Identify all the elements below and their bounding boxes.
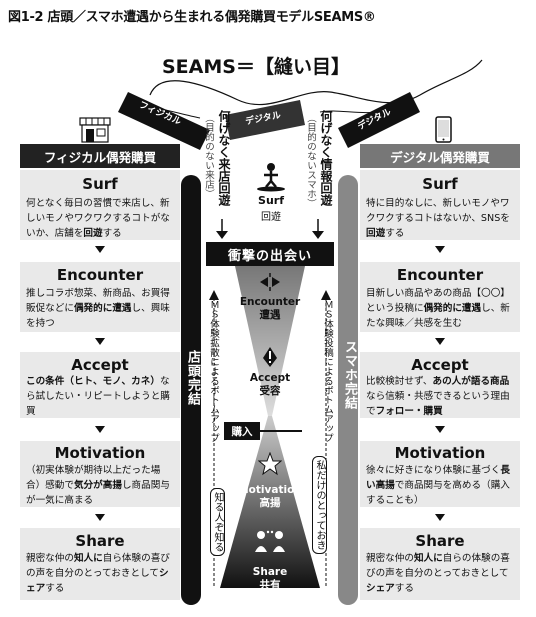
left-column-header: フィジカル偶発購買 <box>20 144 180 168</box>
collision-icon <box>260 273 280 291</box>
right-stage-accept-desc: 比較検討せず、あの人が語る商品なら信頼・共感できるという理由でフォロー・購買 <box>366 376 510 417</box>
funnel-motivation-label: Motivation 高揚 <box>228 484 312 510</box>
funnel-motivation-jp: 高揚 <box>259 497 281 509</box>
right-roam-paren: （目的のないスマホ） <box>305 113 316 208</box>
funnel-accept-en: Accept <box>249 372 291 384</box>
right-arrow-4 <box>435 514 445 521</box>
right-vertical-bar-label: スマホ完結 <box>342 340 357 410</box>
funnel-hourglass <box>209 266 331 588</box>
right-vertical-bar <box>338 175 358 605</box>
center-down-arrows <box>216 219 324 239</box>
people-sharing-icon <box>255 530 285 552</box>
right-roam-bold: 何げなく情報回遊 <box>319 110 333 206</box>
left-stage-accept-title: Accept <box>71 356 129 374</box>
surf-center-label: Surf <box>258 194 284 207</box>
left-stage-motivation-desc: （初実体験が期待以上だった場合）感動で気分が高揚し商品関与が一気に高まる <box>26 465 170 506</box>
main-title: SEAMS＝【縫い目】 <box>162 56 350 78</box>
right-stage-accept-title: Accept <box>411 356 469 374</box>
left-stage-accept: Accept この条件（ヒト、モノ、カネ）なら試したい・リピートしようと購買 <box>20 352 180 418</box>
funnel-share-en: Share <box>252 566 288 578</box>
right-stage-encounter-desc: 目新しい商品やあの商品【〇〇】という投稿に偶発的に遭遇し、新たな興味／共感を生む <box>366 288 510 329</box>
right-stage-surf-desc: 特に目的なしに、新しいモノやワクワクするコトはないか、SNSを回遊する <box>366 198 510 239</box>
right-stage-share-desc: 親密な仲の知人に自らの体験の喜びの声を自分のとっておきとしてシェアする <box>366 553 510 594</box>
right-stage-encounter: Encounter 目新しい商品やあの商品【〇〇】という投稿に偶発的に遭遇し、新… <box>360 262 520 332</box>
right-stage-encounter-title: Encounter <box>396 266 484 284</box>
funnel-accept-label: Accept 受容 <box>240 372 300 398</box>
funnel-share-label: Share 共有 <box>238 566 302 592</box>
surf-center-sub: 回遊 <box>261 212 281 223</box>
left-knower-label: 知る人ぞ知る <box>210 488 225 556</box>
store-icon <box>79 117 111 143</box>
left-stage-encounter: Encounter 推しコラボ惣菜、新商品、お買得販促などに偶発的に遭遇し、興味… <box>20 262 180 332</box>
left-roam-paren: （目的のない来店） <box>203 113 214 199</box>
left-roam-bold: 何げなく来店回遊 <box>217 110 231 206</box>
surfer-icon <box>257 163 285 192</box>
left-stage-encounter-desc: 推しコラボ惣菜、新商品、お買得販促などに偶発的に遭遇し、興味を持つ <box>26 288 170 329</box>
left-stage-share-desc: 親密な仲の知人に自ら体験の喜びの声を自分のとっておきとしてシェアする <box>26 553 170 594</box>
left-stage-encounter-title: Encounter <box>56 266 144 284</box>
left-arrow-1 <box>95 246 105 253</box>
right-stage-motivation: Motivation 徐々に好きになり体験に基づく長い高揚で商品関与を高める（購… <box>360 441 520 507</box>
left-stage-motivation-title: Motivation <box>54 444 146 462</box>
right-stage-surf: Surf 特に目的なしに、新しいモノやワクワクするコトはないか、SNSを回遊する <box>360 170 520 240</box>
funnel-encounter-jp: 遭遇 <box>259 309 281 321</box>
figure-title: 図1-2 店頭／スマホ遭遇から生まれる偶発購買モデルSEAMS® <box>8 10 376 25</box>
left-stage-accept-desc: この条件（ヒト、モノ、カネ）なら試したい・リピートしようと購買 <box>26 376 170 417</box>
purchase-line <box>260 430 302 432</box>
left-stage-surf-desc: 何となく毎日の習慣で来店し、新しいモノやワクワクするコトがないか、店舗を回遊する <box>26 198 170 239</box>
left-arrow-4 <box>95 514 105 521</box>
funnel-encounter-label: Encounter 遭遇 <box>238 296 302 322</box>
right-stage-share: Share 親密な仲の知人に自らの体験の喜びの声を自分のとっておきとしてシェアす… <box>360 528 520 600</box>
left-bottomup-label: ＭＳ体験拡散によるボトムアップ <box>208 300 219 443</box>
left-vertical-bar <box>181 175 201 605</box>
left-stage-surf-title: Surf <box>82 175 118 193</box>
left-vertical-bar-label: 店頭完結 <box>185 350 200 406</box>
left-arrow-2 <box>95 338 105 345</box>
right-arrow-3 <box>435 426 445 433</box>
right-stage-share-title: Share <box>415 532 465 550</box>
right-secret-label: 私だけのとっておき <box>312 456 327 554</box>
left-arrow-3 <box>95 426 105 433</box>
funnel-encounter-en: Encounter <box>239 296 301 308</box>
purchase-label: 購入 <box>224 422 260 440</box>
right-bottomup-label: ＭＳ体験投稿によるボトムアップ <box>322 300 333 443</box>
star-icon <box>258 452 282 476</box>
left-stage-surf: Surf 何となく毎日の習慣で来店し、新しいモノやワクワクするコトがないか、店舗… <box>20 170 180 240</box>
funnel-accept-jp: 受容 <box>259 385 281 397</box>
exclamation-icon <box>263 347 277 367</box>
right-stage-motivation-desc: 徐々に好きになり体験に基づく長い高揚で商品関与を高める（購入することも） <box>366 465 510 506</box>
right-arrow-1 <box>435 246 445 253</box>
right-arrow-2 <box>435 338 445 345</box>
right-stage-motivation-title: Motivation <box>394 444 486 462</box>
right-column-header: デジタル偶発購買 <box>360 144 520 168</box>
funnel-share-jp: 共有 <box>259 579 281 591</box>
encounter-banner: 衝撃の出会い <box>206 242 334 266</box>
left-stage-motivation: Motivation （初実体験が期待以上だった場合）感動で気分が高揚し商品関与… <box>20 441 180 507</box>
smartphone-icon <box>435 116 452 143</box>
left-stage-share: Share 親密な仲の知人に自ら体験の喜びの声を自分のとっておきとしてシェアする <box>20 528 180 600</box>
funnel-motivation-en: Motivation <box>238 484 302 496</box>
right-stage-accept: Accept 比較検討せず、あの人が語る商品なら信頼・共感できるという理由でフォ… <box>360 352 520 418</box>
right-stage-surf-title: Surf <box>422 175 458 193</box>
left-stage-share-title: Share <box>75 532 125 550</box>
